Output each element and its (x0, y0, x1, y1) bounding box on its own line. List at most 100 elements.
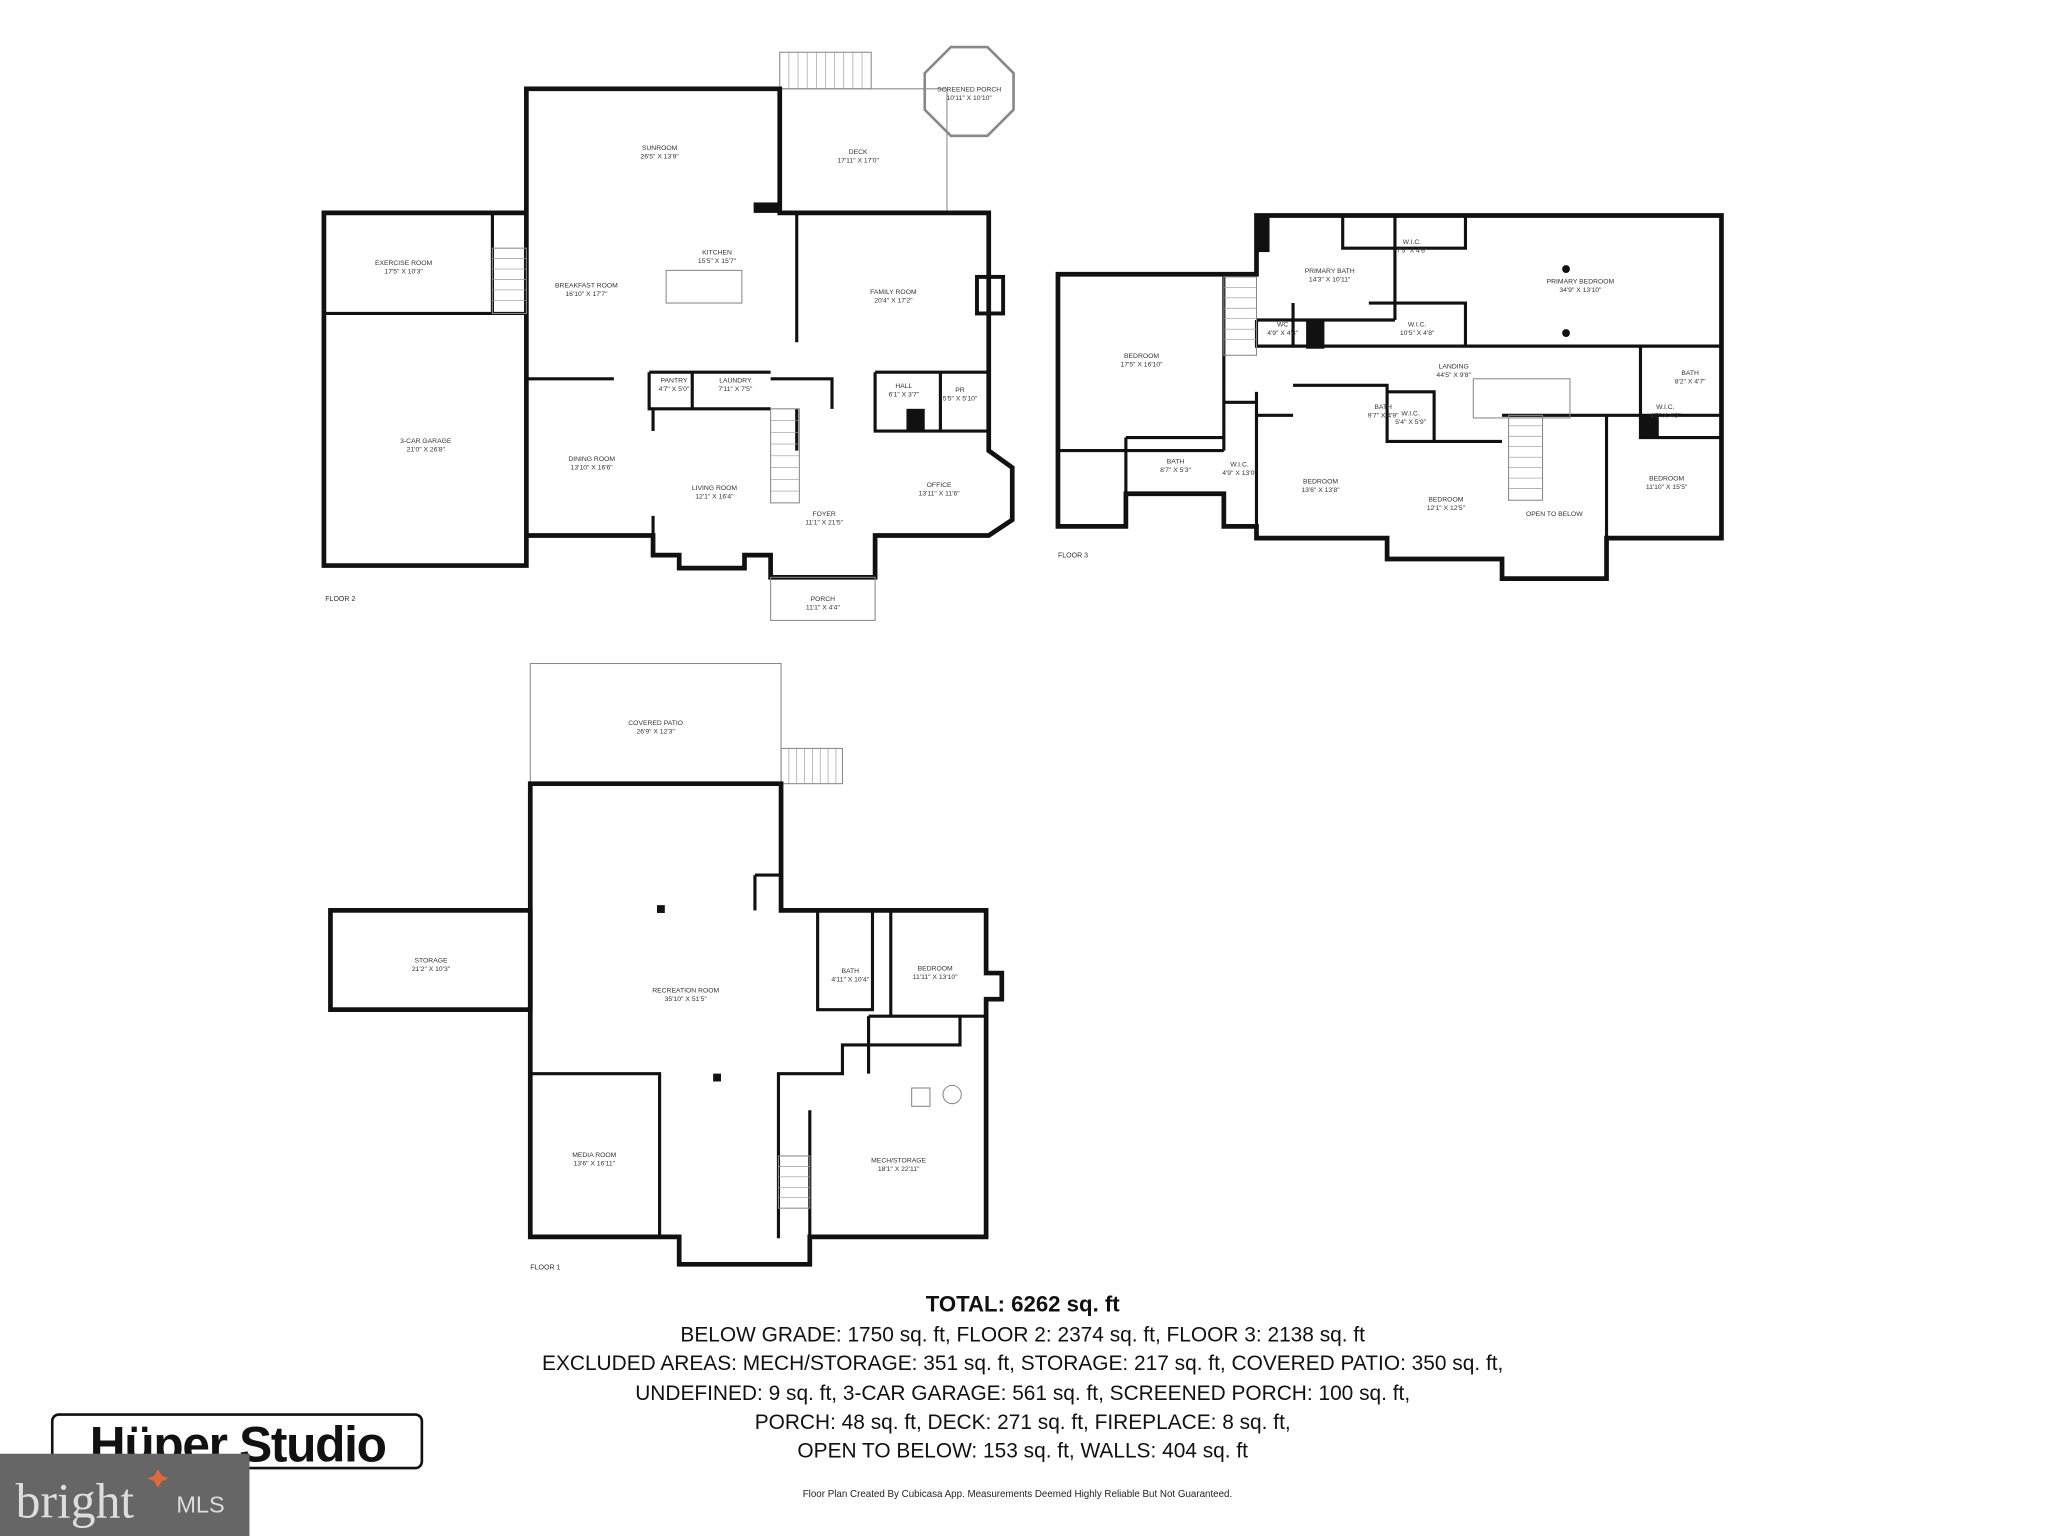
room-name: BEDROOM (1124, 353, 1159, 360)
room-name: STORAGE (414, 958, 448, 965)
room-landing: LANDING 44'5" X 9'8" (1436, 363, 1471, 378)
room-dimensions: 12'1" X 12'5" (1427, 505, 1466, 512)
room-name: DECK (849, 149, 868, 156)
room-dimensions: 13'11" X 11'6" (919, 491, 961, 498)
room-name: BEDROOM (1303, 478, 1338, 485)
room-bedroom: BEDROOM 13'6" X 13'8" (1301, 478, 1340, 493)
floor-3-plan (1055, 213, 1724, 581)
floor-1-plan (328, 662, 1005, 1267)
room-dimensions: 17'11" X 17'0" (837, 158, 879, 165)
room-name: BEDROOM (918, 965, 953, 972)
room-media-room: MEDIA ROOM 13'6" X 16'11" (572, 1152, 616, 1167)
room-dimensions: 10'11" X 10'10" (946, 95, 992, 102)
room-dimensions: 5'4" X 5'9" (1395, 419, 1426, 426)
room-dimensions: 11'1" X 4'4" (806, 604, 841, 611)
room-name: FOYER (812, 511, 835, 518)
room-name: W.I.C. (1401, 410, 1420, 417)
room-name: PRIMARY BEDROOM (1547, 278, 1615, 285)
room-name: LIVING ROOM (692, 485, 738, 492)
floor-label: FLOOR 3 (1058, 553, 1088, 560)
floor-label: FLOOR 1 (530, 1265, 560, 1272)
room-dimensions: 8'2" X 4'7" (1675, 378, 1706, 385)
room-name: BATH (1167, 459, 1185, 466)
room-name: W.I.C. (1403, 239, 1422, 246)
room-dimensions: 13'6" X 16'11" (573, 1161, 615, 1168)
room-dimensions: 9'7" X 4'9" (1368, 412, 1399, 419)
star-icon (147, 1469, 169, 1488)
disclaimer: Floor Plan Created By Cubicasa App. Meas… (803, 1489, 1233, 1500)
room-dining-room: DINING ROOM 13'10" X 16'6" (568, 456, 615, 471)
floor-3-stairs (1223, 276, 1571, 501)
room-w-i-c: W.I.C.4'5" X 4'3" (1650, 404, 1681, 419)
room-w-i-c: W.I.C. 5'4" X 5'9" (1395, 410, 1426, 425)
room-dimensions: 21'2" X 10'3" (412, 966, 451, 973)
summary-line: UNDEFINED: 9 sq. ft, 3-CAR GARAGE: 561 s… (635, 1382, 1410, 1405)
room-dimensions: 13'10" X 16'6" (571, 465, 614, 472)
room-name: DINING ROOM (568, 456, 615, 463)
floor-label: FLOOR 2 (325, 596, 355, 603)
room-name: PORCH (811, 596, 836, 603)
room-dimensions: 5'5" X 5'10" (943, 395, 978, 402)
room-breakfast-room: BREAKFAST ROOM 16'10" X 17'7" (555, 282, 618, 297)
room-name: HALL (895, 383, 912, 390)
room-name: PANTRY (661, 378, 688, 385)
room-dimensions: 8'7" X 5'3" (1160, 467, 1191, 474)
room-open-to-below: OPEN TO BELOW (1526, 511, 1583, 518)
room-name: BATH (1374, 404, 1392, 411)
room-name: BATH (1681, 370, 1699, 377)
room-dimensions: 18'1" X 22'11" (878, 1166, 920, 1173)
room-mech-storage: MECH/STORAGE 18'1" X 22'11" (871, 1157, 926, 1172)
room-dimensions: 4'11" X 10'4" (831, 977, 869, 984)
total-area: TOTAL: 6262 sq. ft (926, 1291, 1121, 1316)
room-name: SUNROOM (642, 145, 678, 152)
room-name: KITCHEN (702, 250, 732, 257)
room-name: MEDIA ROOM (572, 1152, 616, 1159)
room-name: EXERCISE ROOM (375, 260, 433, 267)
room-dimensions: 4'7" X 5'0" (659, 386, 690, 393)
room-name: LANDING (1439, 363, 1469, 370)
room-dimensions: 11'11" X 13'10" (913, 974, 958, 981)
room-dimensions: 15'5" X 15'7" (698, 258, 737, 265)
room-bedroom: BEDROOM 11'11" X 13'10" (913, 965, 958, 980)
floor-1-walls (527, 781, 1005, 1267)
room-dimensions: 14'3" X 10'11" (1309, 276, 1351, 283)
room-wc: WC4'9" X 4'8" (1267, 322, 1298, 337)
room-name: MECH/STORAGE (871, 1157, 926, 1164)
room-name: RECREATION ROOM (652, 988, 719, 995)
svg-text:bright: bright (16, 1474, 135, 1529)
summary-line: OPEN TO BELOW: 153 sq. ft, WALLS: 404 sq… (797, 1440, 1248, 1463)
room-dimensions: 7'11" X 7'5" (718, 386, 753, 393)
summary-line: EXCLUDED AREAS: MECH/STORAGE: 351 sq. ft… (542, 1352, 1503, 1375)
room-name: PRIMARY BATH (1305, 268, 1355, 275)
room-name: BREAKFAST ROOM (555, 282, 618, 289)
storage-walls (328, 908, 533, 1012)
floor-1-stairs (777, 1155, 811, 1209)
area-summary: TOTAL: 6262 sq. ft BELOW GRADE: 1750 sq.… (542, 1291, 1503, 1499)
room-name: 3-CAR GARAGE (400, 438, 452, 445)
room-dimensions: 10'5" X 4'8" (1400, 330, 1435, 337)
room-dimensions: 44'5" X 9'8" (1436, 372, 1471, 379)
room-dimensions: 16'10" X 17'7" (565, 291, 608, 298)
room-dimensions: 13'6" X 13'8" (1301, 487, 1340, 494)
room-pr: PR5'5" X 5'10" (943, 387, 978, 402)
